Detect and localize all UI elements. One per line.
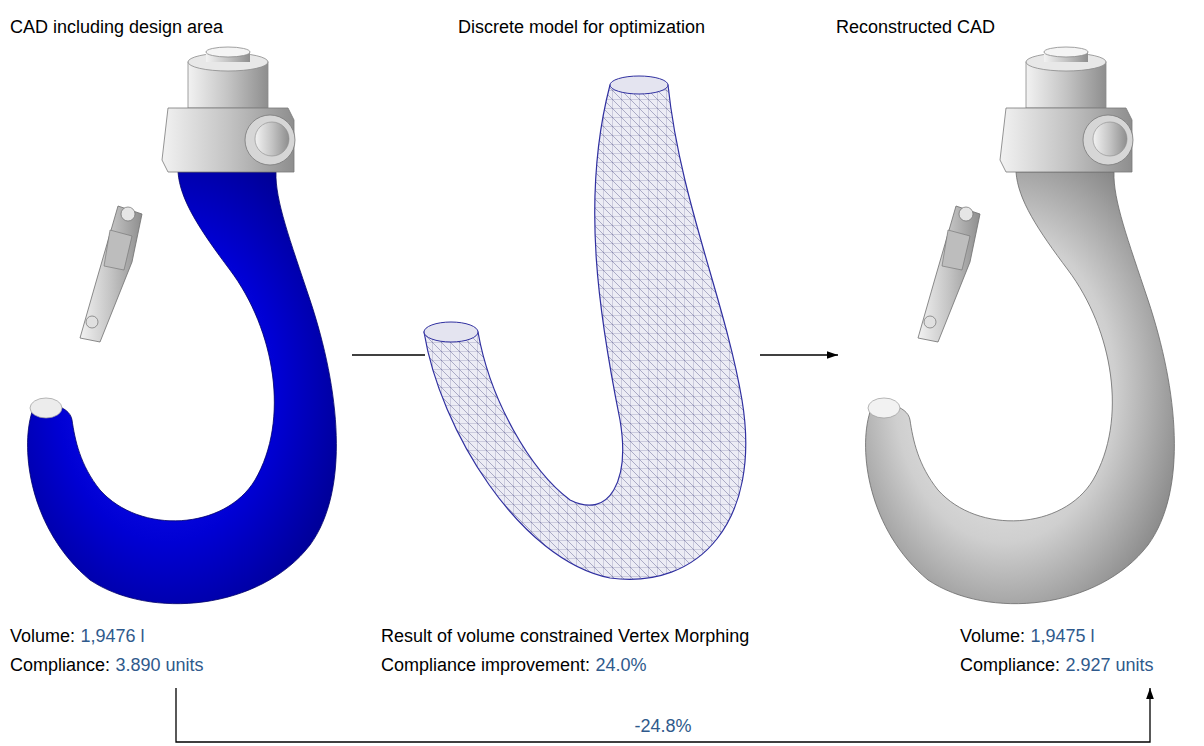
- panel-heading-box: CAD including design area: [10, 16, 223, 38]
- stage-panel: Reconstructed CADVolume:1,9475 lComplian…: [838, 50, 1204, 688]
- metric-value: 2.927 units: [1065, 651, 1153, 680]
- safety-latch: [918, 206, 980, 342]
- metric-line: Volume:1,9476 l: [10, 622, 204, 651]
- panel-heading-box: Discrete model for optimization: [458, 16, 705, 38]
- hook-tip: [868, 398, 900, 418]
- swivel-block: [162, 47, 295, 172]
- surface-mesh: [424, 85, 746, 579]
- reconstructed-body: [866, 172, 1175, 604]
- hook-tip: [30, 398, 62, 418]
- mesh-tip: [424, 322, 478, 342]
- metrics-block: Volume:1,9475 lCompliance:2.927 units: [960, 622, 1154, 680]
- metric-label: Volume:: [10, 622, 75, 651]
- flow-arrow: [176, 688, 1150, 742]
- metric-line: Compliance:2.927 units: [960, 651, 1154, 680]
- metric-value: 24.0%: [595, 651, 646, 680]
- metric-line: Compliance:3.890 units: [10, 651, 204, 680]
- metric-line: Result of volume constrained Vertex Morp…: [381, 622, 749, 651]
- panel-heading-box: Reconstructed CAD: [836, 16, 995, 38]
- panel-heading: Reconstructed CAD: [836, 17, 995, 37]
- stage-panel: Discrete model for optimizationResult of…: [425, 60, 760, 585]
- metric-label: Volume:: [960, 622, 1025, 651]
- metric-value: 1,9476 l: [80, 622, 144, 651]
- design-area: [28, 172, 337, 604]
- swivel-block: [1000, 47, 1133, 172]
- metric-label: Compliance improvement:: [381, 651, 590, 680]
- mesh-top: [610, 76, 668, 94]
- gray-hook: [866, 47, 1175, 604]
- safety-latch: [80, 206, 142, 342]
- metrics-block: Volume:1,9476 lCompliance:3.890 units: [10, 622, 204, 680]
- mesh-hook: [424, 76, 746, 579]
- flow-arrow: [352, 354, 425, 355]
- panel-heading: CAD including design area: [10, 17, 223, 37]
- metric-line: Volume:1,9475 l: [960, 622, 1154, 651]
- edge-label: -24.8%: [630, 716, 695, 736]
- metric-label: Compliance:: [10, 651, 110, 680]
- metric-line: Compliance improvement:24.0%: [381, 651, 749, 680]
- blue-hook: [28, 47, 337, 604]
- metrics-block: Result of volume constrained Vertex Morp…: [381, 622, 749, 680]
- panel-heading: Discrete model for optimization: [458, 17, 705, 37]
- metric-label: Compliance:: [960, 651, 1060, 680]
- flow-arrow: [760, 354, 838, 355]
- metric-value: 3.890 units: [115, 651, 203, 680]
- stage-panel: CAD including design areaVolume:1,9476 l…: [0, 50, 352, 688]
- metric-value: 1,9475 l: [1030, 622, 1094, 651]
- metric-label: Result of volume constrained Vertex Morp…: [381, 622, 749, 651]
